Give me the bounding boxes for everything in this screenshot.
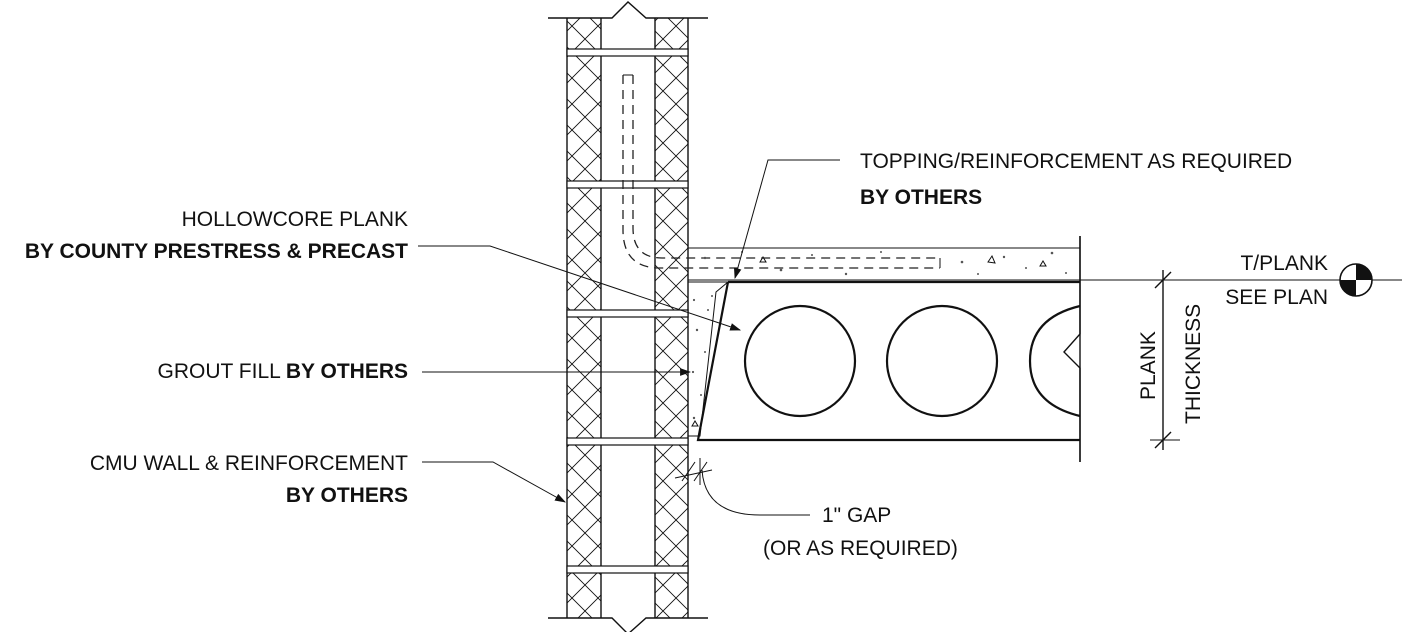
cmu-face-shell-right	[655, 18, 688, 618]
cmu-face-shell-left	[567, 18, 601, 618]
hollowcore-plank	[696, 236, 1081, 462]
grout-fill	[688, 281, 730, 437]
plank-void-3-partial	[1028, 304, 1081, 418]
label-hollowcore-line2: BY COUNTY PRESTRESS & PRECAST	[25, 240, 408, 263]
topping-aggregate	[703, 251, 1067, 276]
label-plank-vertical: PLANK	[1137, 331, 1160, 400]
label-see-plan: SEE PLAN	[1225, 286, 1328, 309]
cmu-wall	[548, 1, 941, 632]
label-grout-bold: BY OTHERS	[286, 360, 408, 383]
label-cmu-line1: CMU WALL & REINFORCEMENT	[90, 452, 408, 475]
elevation-target	[1130, 263, 1402, 297]
break-line-bottom	[548, 617, 708, 632]
label-gap-line2: (OR AS REQUIRED)	[763, 537, 958, 560]
plank-void-2	[885, 304, 999, 418]
label-cmu-line2: BY OTHERS	[286, 484, 408, 507]
label-topping-line1: TOPPING/REINFORCEMENT AS REQUIRED	[860, 150, 1292, 173]
label-gap-line1: 1" GAP	[822, 504, 891, 527]
leaders	[418, 159, 840, 516]
break-line-top	[548, 1, 708, 19]
leader-hollowcore	[418, 245, 742, 331]
label-grout-plain: GROUT FILL	[158, 360, 286, 383]
leader-topping	[733, 159, 840, 280]
wall-rebar-hook-inner	[632, 75, 940, 259]
leader-gap	[701, 469, 810, 516]
label-grout: GROUT FILL BY OTHERS	[158, 360, 409, 383]
gap-dimension	[674, 458, 713, 485]
label-tplank: T/PLANK	[1240, 252, 1328, 275]
label-hollowcore-line1: HOLLOWCORE PLANK	[182, 208, 408, 231]
wall-rebar-hook	[622, 75, 940, 269]
concrete-topping	[688, 236, 1130, 462]
plank-void-1	[743, 304, 857, 418]
leader-cmu	[422, 461, 566, 503]
label-thickness-vertical: THICKNESS	[1182, 304, 1205, 424]
mortar-joints	[566, 48, 689, 574]
plank-break-line	[1063, 236, 1081, 462]
label-topping-line2: BY OTHERS	[860, 186, 982, 209]
